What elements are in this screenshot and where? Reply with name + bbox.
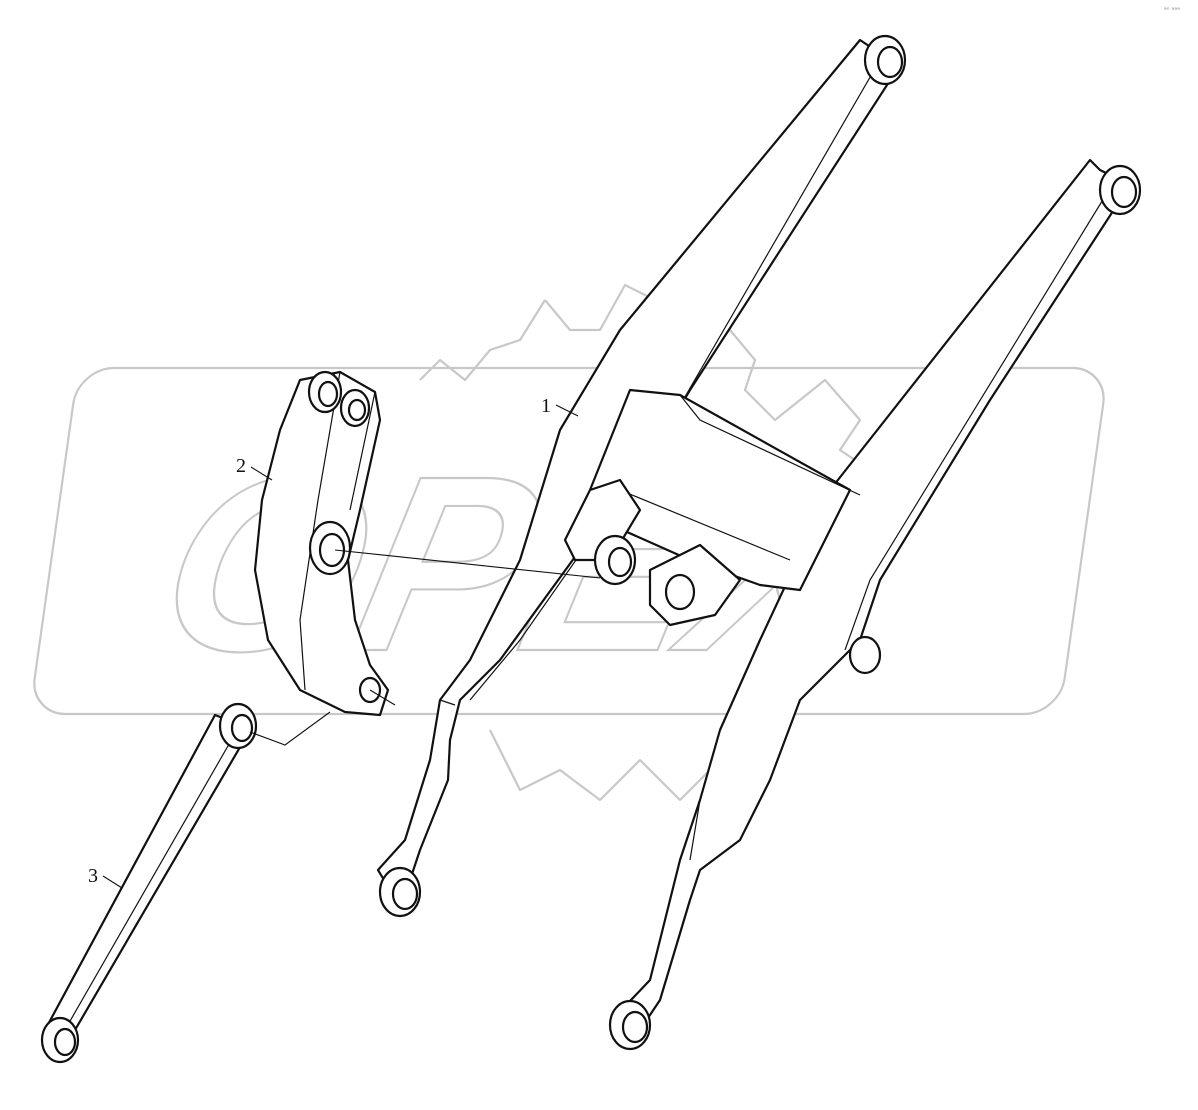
link-rod-body bbox=[43, 713, 252, 1047]
link-rod-top-bushing bbox=[218, 702, 258, 750]
watermark-badge bbox=[33, 366, 1105, 716]
arm-bottom-bushing-left bbox=[378, 866, 422, 918]
assembly-lines bbox=[249, 549, 601, 746]
arm-bottom-bushing-right bbox=[608, 999, 652, 1051]
callout-3: 3 bbox=[88, 865, 123, 889]
bell-crank-top-bushing-2 bbox=[339, 388, 371, 428]
callout-2-label: 2 bbox=[236, 455, 246, 477]
bell-crank bbox=[253, 370, 390, 717]
arm-top-bushing-right bbox=[1098, 164, 1142, 216]
pivot-alignment-line bbox=[249, 549, 601, 746]
callout-1: 1 bbox=[541, 395, 579, 417]
bell-crank-top-bushing bbox=[307, 370, 343, 414]
cross-tube-lug-hole bbox=[664, 573, 696, 611]
right-arm-inner-edge bbox=[689, 179, 1116, 861]
link-rod-edge bbox=[61, 724, 241, 1036]
arm-middle-bushing bbox=[848, 635, 882, 675]
corner-mark: ᵃⁿ ᵃᵃᵃ bbox=[1164, 6, 1180, 14]
right-lift-arm bbox=[610, 158, 1132, 1042]
callout-1-label: 1 bbox=[541, 395, 551, 417]
link-rod-bottom-bushing bbox=[40, 1016, 80, 1064]
callout-1-leader bbox=[555, 404, 579, 417]
callout-2: 2 bbox=[236, 455, 273, 481]
link-rod bbox=[40, 702, 258, 1064]
callout-2-leader bbox=[250, 466, 273, 481]
arm-top-bushing-left bbox=[863, 34, 907, 86]
bell-crank-pivot-bushing bbox=[308, 520, 352, 576]
callout-3-leader bbox=[102, 875, 123, 889]
bell-crank-plate-edge bbox=[299, 371, 376, 691]
callout-3-label: 3 bbox=[88, 865, 98, 887]
cross-tube-pivot-bushing bbox=[593, 534, 637, 586]
lift-arm-frame bbox=[376, 34, 1142, 1051]
